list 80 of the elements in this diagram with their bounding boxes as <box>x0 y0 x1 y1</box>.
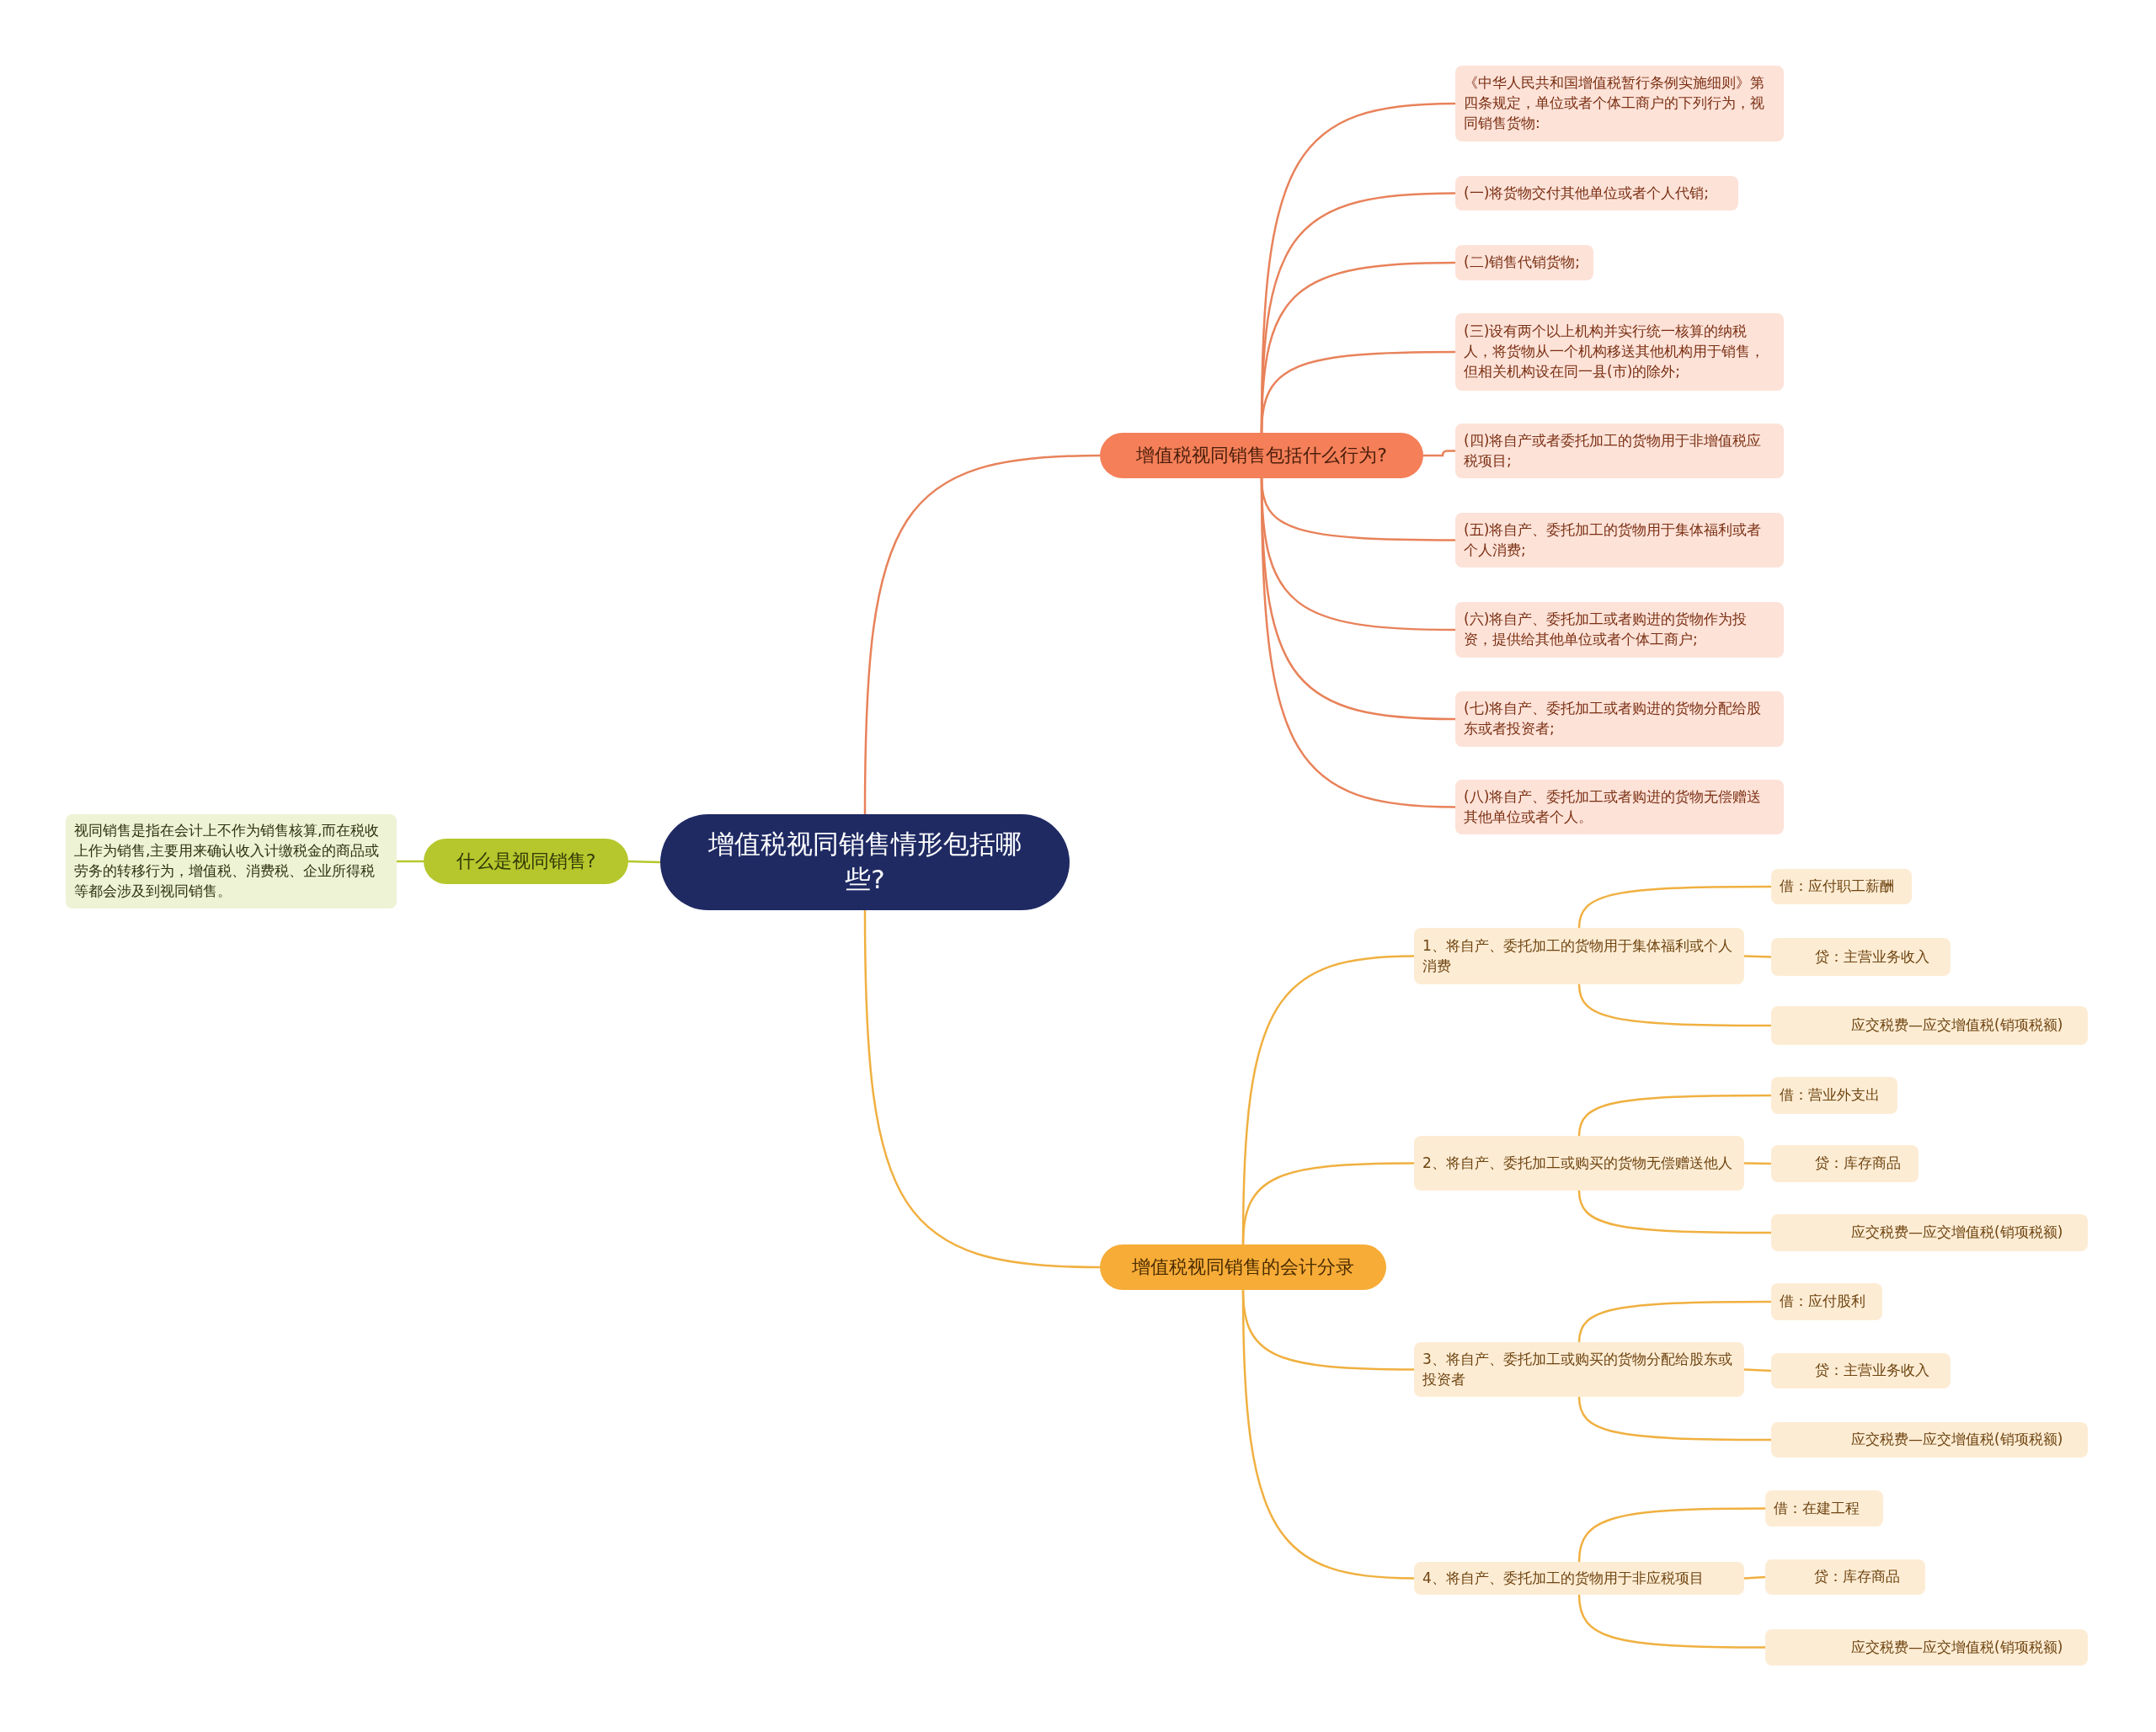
topic-text: 贷：主营业务收入 <box>1815 1361 1929 1381</box>
subtopic-box <box>1765 1559 1925 1595</box>
topic-text: 增值税视同销售的会计分录 <box>1132 1255 1354 1279</box>
topic-text: (八)将自产、委托加工或者购进的货物无偿赠送其他单位或者个人。 <box>1464 786 1763 827</box>
subtopic-box <box>1455 602 1784 658</box>
branch-topic <box>424 839 628 884</box>
topic-text: (二)销售代销货物; <box>1464 253 1580 273</box>
topic-text: 贷：库存商品 <box>1815 1154 1901 1174</box>
subtopic-box <box>1414 1136 1744 1191</box>
topic-text: 贷：库存商品 <box>1814 1567 1900 1587</box>
connector <box>1260 350 1455 434</box>
subtopic-box <box>1771 1077 1897 1114</box>
topic-text: 增值税视同销售情形包括哪些? <box>707 828 1022 896</box>
topic-text: 借：应付职工薪酬 <box>1780 877 1894 897</box>
subtopic-box <box>1771 1145 1919 1182</box>
connector <box>1577 983 1771 1027</box>
topic-text: 《中华人民共和国增值税暂行条例实施细则》第四条规定，单位或者个体工商户的下列行为，视同销售货物: <box>1464 73 1765 133</box>
subtopic-box <box>66 814 397 909</box>
subtopic-box <box>1455 780 1784 834</box>
subtopic-box <box>1455 176 1738 211</box>
topic-text: (五)将自产、委托加工的货物用于集体福利或者个人消费; <box>1464 520 1763 560</box>
subtopic-box <box>1771 1422 2088 1458</box>
subtopic-box <box>1455 66 1784 141</box>
topic-text: 应交税费—应交增值税(销项税额) <box>1851 1223 2063 1243</box>
subtopic-box <box>1414 1342 1744 1397</box>
topic-text: 借：营业外支出 <box>1780 1085 1880 1106</box>
connector <box>1577 1507 1765 1563</box>
subtopic-box <box>1455 513 1784 568</box>
subtopic-box <box>1455 245 1593 280</box>
subtopic-box <box>1771 1353 1951 1388</box>
connector <box>1577 1300 1771 1343</box>
topic-text: 贷：主营业务收入 <box>1815 946 1929 967</box>
topic-text: 2、将自产、委托加工或购买的货物无偿赠送他人 <box>1422 1153 1732 1173</box>
subtopic-box <box>1765 1490 1883 1527</box>
topic-text: 借：在建工程 <box>1774 1498 1860 1518</box>
connector <box>1577 1094 1771 1137</box>
topic-text: (一)将货物交付其他单位或者个人代销; <box>1464 183 1709 203</box>
connector <box>863 454 1101 814</box>
subtopic-box <box>1771 869 1912 904</box>
topic-text: (六)将自产、委托加工或者购进的货物作为投资，提供给其他单位或者个体工商户; <box>1464 610 1748 649</box>
connector <box>627 860 661 864</box>
topic-text: 1、将自产、委托加工的货物用于集体福利或个人消费 <box>1422 935 1733 976</box>
topic-text: 应交税费—应交增值税(销项税额) <box>1851 1430 2063 1450</box>
topic-text: (四)将自产或者委托加工的货物用于非增值税应税项目; <box>1464 430 1763 471</box>
subtopic-box <box>1771 1214 2088 1251</box>
topic-text: 什么是视同销售? <box>456 850 596 873</box>
branch-topic <box>1100 433 1423 478</box>
subtopic-box <box>1771 1006 2088 1045</box>
topic-text: 借：应付股利 <box>1780 1292 1865 1312</box>
connector <box>1743 1575 1766 1580</box>
subtopic-box <box>1414 1562 1744 1595</box>
subtopic-box <box>1765 1629 2088 1665</box>
connector <box>1743 955 1772 958</box>
subtopic-box <box>1455 313 1784 391</box>
subtopic-box <box>1414 928 1744 984</box>
connector <box>1241 1290 1415 1580</box>
subtopic-box <box>1771 938 1951 976</box>
branch-topic <box>1100 1244 1386 1290</box>
connector <box>1577 1594 1765 1649</box>
connector <box>863 910 1101 1269</box>
connector <box>1577 1396 1771 1442</box>
subtopic-box <box>1771 1283 1882 1320</box>
connector <box>397 860 424 863</box>
connector <box>1743 1368 1772 1372</box>
topic-text: 3、将自产、委托加工或购买的货物分配给股东或投资者 <box>1422 1349 1733 1389</box>
subtopic-box <box>1455 691 1784 747</box>
topic-text: 应交税费—应交增值税(销项税额) <box>1851 1637 2063 1657</box>
connector <box>1577 885 1771 929</box>
connector <box>1423 450 1455 457</box>
subtopic-box <box>1455 424 1784 478</box>
topic-text: (七)将自产、委托加工或者购进的货物分配给股东或者投资者; <box>1464 699 1763 738</box>
connector <box>1577 1190 1771 1234</box>
connector <box>1260 478 1456 808</box>
topic-text: 4、将自产、委托加工的货物用于非应税项目 <box>1422 1568 1704 1588</box>
topic-text: (三)设有两个以上机构并实行统一核算的纳税人，将货物从一个机构移送其他机构用于销售，但相关机构设在同一县(市)的除外; <box>1464 322 1765 381</box>
topic-text: 应交税费—应交增值税(销项税额) <box>1851 1015 2063 1036</box>
topic-text: 增值税视同销售包括什么行为? <box>1136 444 1387 467</box>
topic-text: 视同销售是指在会计上不作为销售核算,而在税收上作为销售,主要用来确认收入计缴税金的商品或劳务的转移行为，增值税、消费税、企业所得税等都会涉及到视同销售。 <box>74 821 381 901</box>
connector <box>1241 1162 1414 1245</box>
connector <box>1743 1162 1772 1165</box>
